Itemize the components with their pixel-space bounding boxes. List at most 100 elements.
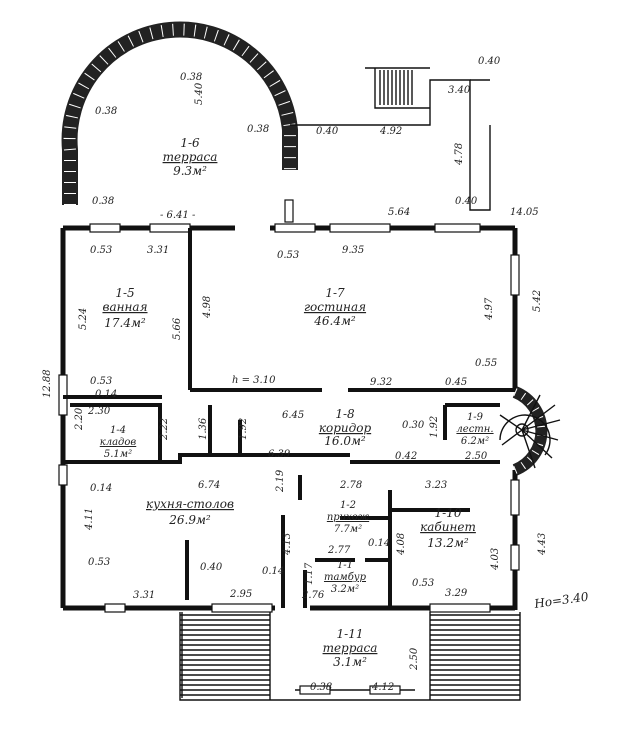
room-name: терраса: [323, 641, 378, 655]
room-label-1-9: 1-9 лестн. 6.2м²: [456, 412, 493, 447]
dimension: 0.53: [90, 245, 112, 256]
room-label-1-2: 1-2 прихож 7.7м²: [327, 500, 370, 535]
room-name: коридор: [319, 421, 372, 435]
dimension: 4.08: [396, 533, 407, 556]
dimension: 5.64: [388, 207, 410, 218]
dimension: 1.36: [198, 417, 209, 440]
room-area: 9.3м²: [173, 164, 207, 178]
dimension: 0.30: [402, 420, 425, 431]
room-label-1-5: 1-5 ванная 17.4м²: [102, 286, 147, 330]
dimension: 6.45: [282, 410, 304, 421]
dimension: 2.19: [275, 469, 286, 493]
room-name: ванная: [102, 300, 147, 314]
dimension: 0.55: [475, 358, 497, 369]
room-area: 26.9м²: [168, 513, 211, 527]
dimension: 0.14: [262, 566, 284, 577]
north-stair: [365, 67, 430, 109]
room-number: 1-8: [335, 407, 355, 421]
dimension: 3.40: [448, 85, 471, 96]
dimension: 12.88: [42, 369, 53, 398]
dimension: 4.78: [454, 143, 465, 166]
dimension: 3.29: [445, 588, 468, 599]
dimension: 9.35: [342, 245, 364, 256]
dimension: 0.38: [180, 72, 202, 83]
room-number: 1-11: [337, 627, 364, 641]
room-area: 3.1м²: [333, 655, 367, 669]
height-note: Hо=3.40: [532, 589, 589, 611]
dimension: 4.12: [371, 682, 394, 693]
dimension: 0.40: [200, 562, 223, 573]
interior-walls: [63, 228, 515, 608]
dimension: 0.53: [90, 376, 112, 387]
dimension: 0.40: [478, 56, 501, 67]
room-area: 46.4м²: [313, 314, 356, 328]
dimension: 6.39: [268, 449, 291, 460]
dimension: 1.17: [304, 562, 315, 585]
dimension: 2.78: [339, 480, 362, 491]
spiral-stair: [499, 394, 561, 469]
dimension: 2.20: [74, 407, 85, 431]
room-name: гостиная: [304, 300, 366, 314]
dimension: 2.77: [327, 545, 351, 556]
room-number: 1-1: [337, 560, 353, 571]
room-area: 13.2м²: [427, 536, 469, 550]
dimension: 2.50: [464, 451, 488, 462]
dimension: - 6.41 -: [160, 210, 196, 221]
dimension: 0.14: [368, 538, 390, 549]
room-label-1-8: 1-8 коридор 16.0м²: [319, 407, 372, 448]
dimension: 5.40: [194, 82, 205, 105]
room-number: 1-9: [467, 412, 484, 423]
dimension: 2.50: [409, 647, 420, 671]
dimension: 0.53: [277, 250, 299, 261]
dimension: 0.40: [316, 126, 339, 137]
room-area: 3.2м²: [331, 584, 359, 595]
room-name: кабинет: [420, 520, 476, 534]
dimension: 0.42: [395, 451, 417, 462]
room-label-1-7: 1-7 гостиная 46.4м²: [304, 286, 366, 328]
room-name: прихож: [327, 512, 370, 523]
room-area: 6.2м²: [461, 436, 489, 447]
dimension: h = 3.10: [232, 375, 276, 386]
room-number: 1-7: [325, 286, 345, 300]
dimension: 2.22: [159, 418, 170, 441]
room-area: 16.0м²: [324, 434, 366, 448]
dimension: 0.38: [95, 106, 117, 117]
dimension: 1.92: [238, 418, 249, 440]
dimension: 2.76: [301, 590, 325, 601]
dimension: 4.92: [379, 126, 402, 137]
room-number: 1-10: [435, 506, 462, 520]
dimension: 3.31: [147, 245, 169, 256]
room-area: 5.1м²: [104, 449, 132, 460]
room-label-1-3: кухня-столов 26.9м²: [146, 497, 234, 527]
room-label-1-10: 1-10 кабинет 13.2м²: [420, 506, 476, 550]
room-label-1-6: 1-6 терраса 9.3м²: [163, 136, 218, 178]
dimension: 4.97: [484, 297, 495, 321]
room-number: 1-5: [115, 286, 134, 300]
dimension: 0.38: [92, 196, 114, 207]
dimension: 2.95: [229, 589, 252, 600]
dimension: 3.31: [133, 590, 155, 601]
dimension: 0.14: [95, 389, 117, 400]
dimension: 0.14: [90, 483, 112, 494]
dimension: 3.23: [425, 480, 447, 491]
room-number: 1-2: [340, 500, 356, 511]
dimension: 4.98: [202, 296, 213, 319]
room-name: тамбур: [324, 572, 367, 583]
terrace-north: [61, 21, 491, 211]
room-name: терраса: [163, 150, 218, 164]
dimension: 0.45: [445, 377, 467, 388]
dimension: 1.92: [429, 416, 440, 438]
room-label-1-1: 1-1 тамбур 3.2м²: [324, 560, 367, 595]
room-number: 1-6: [180, 136, 200, 150]
dimension: 14.05: [510, 207, 539, 218]
dimension: 9.32: [370, 377, 392, 388]
dimension: 6.74: [198, 480, 220, 491]
room-name: кухня-столов: [146, 497, 234, 511]
room-name: кладов: [100, 437, 137, 448]
room-area: 7.7м²: [334, 524, 362, 535]
room-name: лестн.: [456, 424, 493, 435]
room-number: 1-4: [110, 425, 126, 436]
dimension: 0.40: [455, 196, 478, 207]
dimension: 4.13: [282, 533, 293, 556]
room-area: 17.4м²: [104, 316, 146, 330]
